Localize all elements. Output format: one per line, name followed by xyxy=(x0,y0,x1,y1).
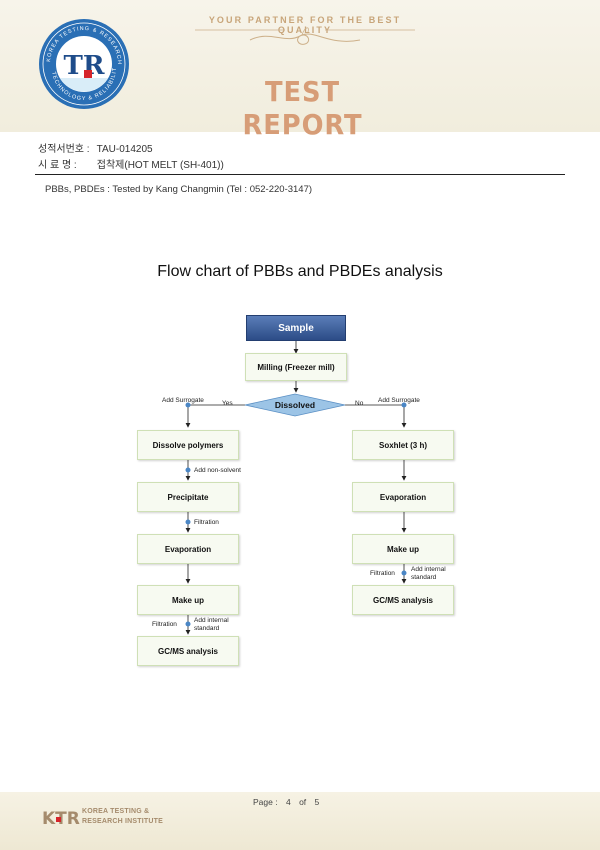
right-step-4: GC/MS analysis xyxy=(352,585,454,615)
page-current: 4 xyxy=(285,797,291,807)
milling-node: Milling (Freezer mill) xyxy=(245,353,347,381)
right-filtration-label: Filtration xyxy=(370,570,395,577)
footer-band xyxy=(0,792,600,850)
left-filtration-2-label: Filtration xyxy=(152,621,177,628)
right-internal-standard-label-2: standard xyxy=(411,574,437,581)
ktr-seal-logo: TR KOREA TESTING & RESEARCH TECHNOLOGY &… xyxy=(38,18,129,109)
right-step-2: Evaporation xyxy=(352,482,454,512)
report-number-row: 성적서번호 : TAU-014205 xyxy=(38,140,153,155)
org-name: KOREA TESTING & RESEARCH INSTITUTE xyxy=(82,807,163,827)
sample-name-row: 시 료 명 : 접착제(HOT MELT (SH-401)) xyxy=(38,156,224,171)
tested-by-line: PBBs, PBDEs : Tested by Kang Changmin (T… xyxy=(45,184,313,195)
right-step-1: Soxhlet (3 h) xyxy=(352,430,454,460)
no-label: No xyxy=(355,400,364,407)
org-name-line2: RESEARCH INSTITUTE xyxy=(82,818,163,825)
org-name-line1: KOREA TESTING & xyxy=(82,808,150,815)
left-step-4: Make up xyxy=(137,585,239,615)
left-internal-standard-label-1: Add internal xyxy=(194,617,229,624)
page-indicator: Page : 4 of 5 xyxy=(253,797,325,807)
report-number-value: TAU-014205 xyxy=(96,144,153,155)
left-step-5: GC/MS analysis xyxy=(137,636,239,666)
left-step-3: Evaporation xyxy=(137,534,239,564)
flowchart-title: Flow chart of PBBs and PBDEs analysis xyxy=(157,263,443,280)
left-filtration-1-label: Filtration xyxy=(194,519,219,526)
report-title: TEST REPORT xyxy=(242,75,363,141)
page-of: of xyxy=(299,797,307,807)
ktr-footer-logo: KTR xyxy=(42,809,80,828)
decision-diamond xyxy=(244,393,346,417)
right-internal-standard-label-1: Add internal xyxy=(411,566,446,573)
left-step-2: Precipitate xyxy=(137,482,239,512)
left-surrogate-label: Add Surrogate xyxy=(162,397,204,404)
left-internal-standard-label-2: standard xyxy=(194,625,220,632)
report-number-label: 성적서번호 : xyxy=(38,144,90,155)
page-total: 5 xyxy=(314,797,320,807)
yes-label: Yes xyxy=(222,400,233,407)
add-non-solvent-label: Add non-solvent xyxy=(194,467,241,474)
sample-name-label: 시 료 명 : xyxy=(38,160,77,171)
decision-node-label: Dissolved xyxy=(274,400,316,410)
right-step-3: Make up xyxy=(352,534,454,564)
sample-name-value: 접착제(HOT MELT (SH-401)) xyxy=(96,160,224,171)
page-label: Page : xyxy=(253,797,278,807)
left-step-1: Dissolve polymers xyxy=(137,430,239,460)
sample-node: Sample xyxy=(246,315,346,341)
right-surrogate-label: Add Surrogate xyxy=(378,397,420,404)
ornament-flourish xyxy=(195,27,415,45)
header-rule xyxy=(35,174,565,175)
